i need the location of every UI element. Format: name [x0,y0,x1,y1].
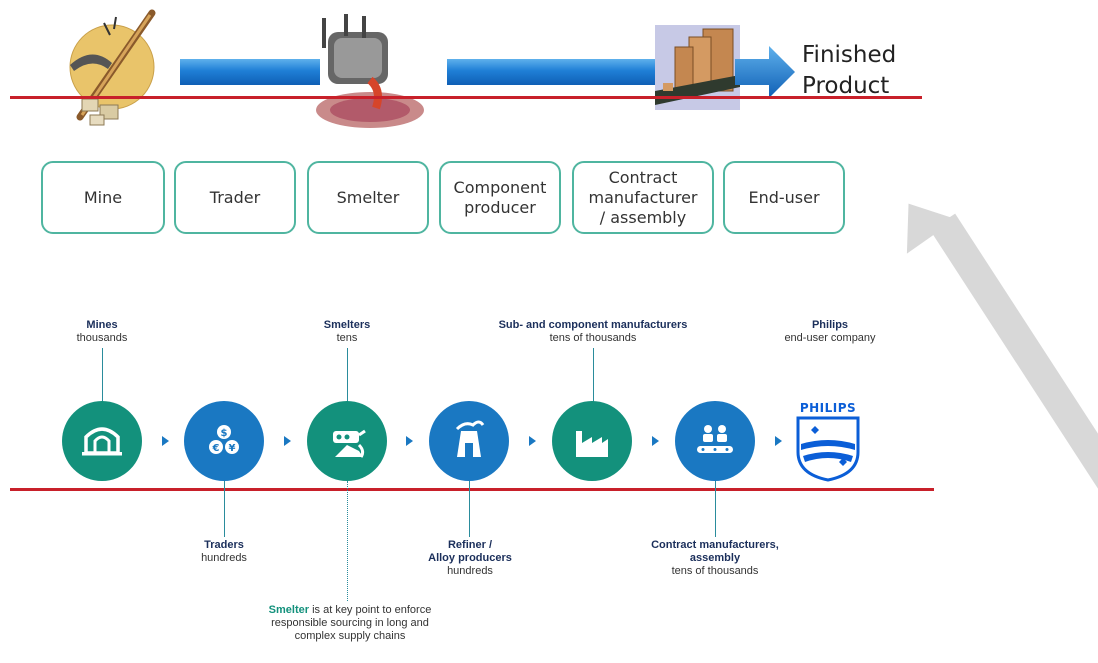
connector-traders [224,481,225,537]
connector-smelters [347,348,348,402]
connector-smelter-note [347,481,348,601]
mine-pickaxe-illustration [62,5,162,133]
finished-product-label: Finished Product [802,42,897,99]
stage-box-component-producer: Component producer [439,161,561,234]
smelter-note: Smelter is at key point to enforce respo… [266,604,434,643]
diagonal-watermark [930,213,1098,600]
svg-text:$: $ [221,428,228,439]
philips-logo: PHILIPS [795,400,861,482]
chevron-right-icon [406,436,413,446]
stage-box-contract-manufacturer: Contract manufacturer / assembly [572,161,714,234]
connector-contract [715,481,716,537]
flow-arrow-1 [180,59,320,85]
chevron-right-icon [652,436,659,446]
red-divider-bottom [10,488,934,491]
red-divider-top [10,96,922,99]
stage-box-smelter: Smelter [307,161,429,234]
smelter-note-text: is at key point to enforce responsible s… [271,604,432,642]
mine-icon [62,401,142,481]
connector-mines [102,348,103,402]
philips-logo-text: PHILIPS [799,401,857,415]
smelter-icon [307,401,387,481]
stage-box-mine: Mine [41,161,165,234]
chevron-right-icon [284,436,291,446]
factory-icon [552,401,632,481]
smelter-note-highlight: Smelter [268,604,310,616]
factory-conveyor-illustration [655,25,740,110]
chevron-right-icon [529,436,536,446]
connector-component [593,348,594,402]
chevron-right-icon [775,436,782,446]
connector-refiner [469,481,470,537]
chevron-right-icon [162,436,169,446]
stage-box-end-user: End-user [723,161,845,234]
finished-product-arrow [735,46,795,98]
svg-text:¥: ¥ [229,443,236,454]
smelter-illustration [312,10,430,128]
assembly-line-icon [675,401,755,481]
coins-currency-icon: $ € ¥ [184,401,264,481]
svg-text:€: € [212,443,220,454]
flow-arrow-2 [447,59,657,85]
refinery-icon [429,401,509,481]
stage-box-trader: Trader [174,161,296,234]
